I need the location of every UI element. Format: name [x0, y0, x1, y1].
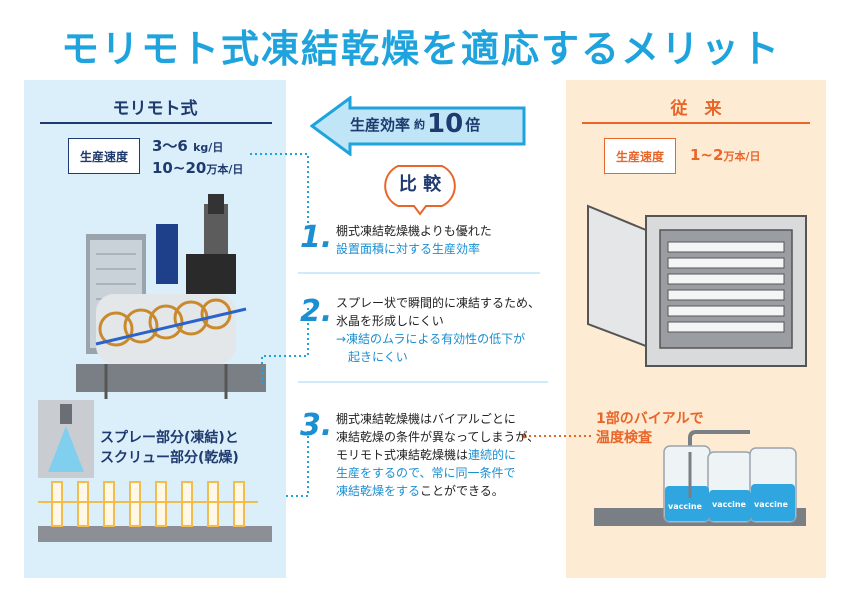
- left-speed-values: 3～6 kg/日 10~20万本/日: [152, 136, 243, 180]
- screw-illustration: [38, 481, 272, 542]
- vial-label-2: vaccine: [712, 500, 746, 509]
- point-2-number: 2.: [300, 294, 333, 329]
- point-2-highlight-2: 起きにくい: [348, 350, 408, 364]
- vials-illustration: [594, 430, 806, 526]
- point-2-line-1: スプレー状で瞬間的に凍結するため、: [336, 296, 541, 310]
- left-speed-unit2: 万本/日: [206, 163, 244, 176]
- left-speed-label: 生産速度: [68, 138, 140, 174]
- efficiency-label: 生産効率: [350, 115, 411, 134]
- check-line-2: 温度検査: [596, 430, 652, 446]
- point-3-number: 3.: [300, 408, 333, 443]
- point-3-highlight-1: 生産をするので、常に同一条件で: [336, 466, 516, 480]
- point-3-line-3: モリモト式凍結乾燥機は: [336, 448, 469, 462]
- vial-label-3: vaccine: [754, 500, 788, 509]
- efficiency-prefix: 約: [414, 118, 426, 131]
- point-2-line-2: 氷晶を形成しにくい: [336, 314, 444, 328]
- point-1-text: 棚式凍結乾燥機よりも優れた 設置面積に対する生産効率: [336, 222, 492, 258]
- left-speed-line2: 10~20: [152, 159, 207, 177]
- point-2-text: スプレー状で瞬間的に凍結するため、 氷晶を形成しにくい →凍結のムラによる有効性…: [336, 294, 540, 366]
- left-header: モリモト式: [112, 99, 198, 119]
- page-title: モリモト式凍結乾燥を適応するメリット: [60, 27, 781, 71]
- point-3-tail: ことができる。: [420, 484, 504, 498]
- right-speed-label: 生産速度: [604, 138, 676, 174]
- spray-caption-line2: スクリュー部分(乾燥): [100, 450, 239, 466]
- shelf-dryer-illustration: [587, 204, 807, 367]
- right-speed-value-group: 1~2万本/日: [690, 146, 760, 164]
- point-3-highlight-2: 凍結乾燥をする: [336, 484, 421, 498]
- point-1-number: 1.: [300, 220, 333, 255]
- vial-label-1: vaccine: [668, 502, 702, 511]
- point-1-highlight-1: 設置面積に対する生産効率: [336, 242, 481, 256]
- compare-bubble: [384, 165, 456, 216]
- point-3-text: 棚式凍結乾燥機はバイアルごとに 凍結乾燥の条件が異なってしまうが、 モリモト式凍…: [336, 410, 539, 500]
- point-3-line-2: 凍結乾燥の条件が異なってしまうが、: [336, 430, 540, 444]
- right-speed-unit: 万本/日: [723, 150, 761, 163]
- efficiency-arrow: [310, 96, 526, 156]
- check-caption: 1部のバイアルで 温度検査: [596, 410, 704, 448]
- point-3-line-1: 棚式凍結乾燥機はバイアルごとに: [336, 412, 516, 426]
- right-speed-value: 1~2: [690, 146, 724, 164]
- point-1-line-1: 棚式凍結乾燥機よりも優れた: [336, 224, 492, 238]
- left-speed-line1: 3～6: [152, 137, 188, 155]
- efficiency-suffix: 倍: [465, 115, 481, 134]
- spray-caption-line1: スプレー部分(凍結)と: [100, 430, 239, 446]
- point-2-highlight-1: →凍結のムラによる有効性の低下が: [336, 332, 526, 346]
- spray-icon: [38, 400, 94, 478]
- check-line-1: 1部のバイアルで: [596, 411, 704, 427]
- efficiency-value: 10: [427, 109, 464, 139]
- efficiency-text: 生産効率 約 10 倍: [350, 104, 480, 144]
- right-header: 従 来: [670, 99, 722, 119]
- right-header-rule: [582, 122, 810, 124]
- left-speed-unit1: kg/日: [193, 141, 224, 154]
- left-header-rule: [40, 122, 272, 124]
- compare-label: 比 較: [398, 174, 442, 195]
- spray-caption: スプレー部分(凍結)と スクリュー部分(乾燥): [100, 428, 239, 468]
- machine-photo: [76, 194, 266, 399]
- point-3-highlight-inline: 連続的に: [468, 448, 517, 462]
